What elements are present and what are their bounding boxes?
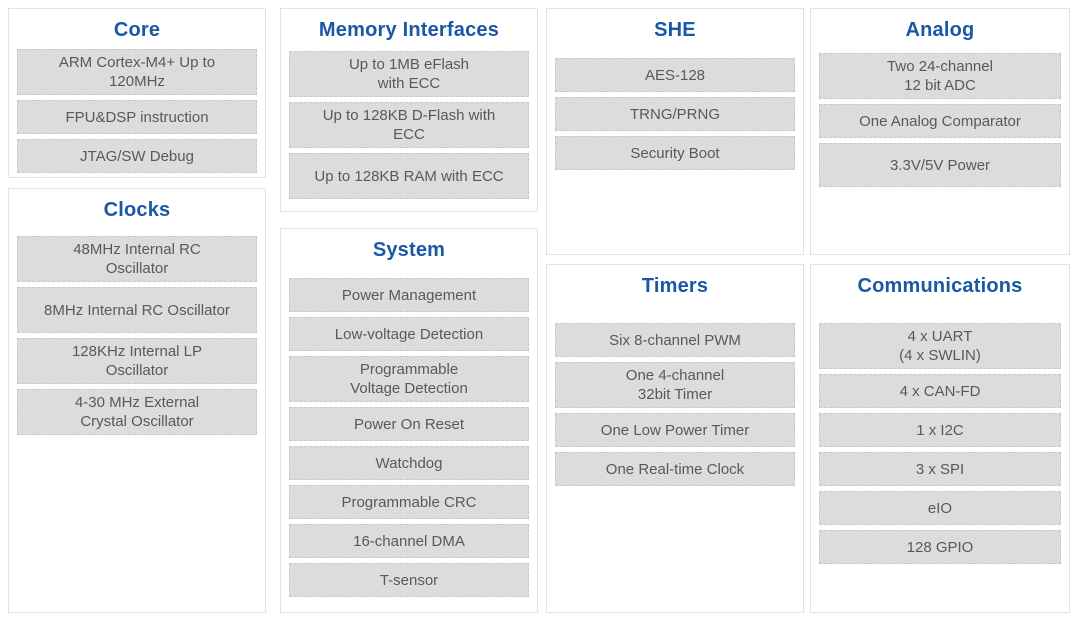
feature-low-power-timer: One Low Power Timer bbox=[555, 413, 795, 447]
feature-eio: eIO bbox=[819, 491, 1061, 525]
feature-24-channel-adc: Two 24-channel 12 bit ADC bbox=[819, 53, 1061, 99]
feature-spi: 3 x SPI bbox=[819, 452, 1061, 486]
feature-128khz-lp-oscillator: 128KHz Internal LP Oscillator bbox=[17, 338, 257, 384]
feature-security-boot: Security Boot bbox=[555, 136, 795, 170]
feature-six-8-channel-pwm: Six 8-channel PWM bbox=[555, 323, 795, 357]
feature-external-crystal-oscillator: 4-30 MHz External Crystal Oscillator bbox=[17, 389, 257, 435]
panel-clocks-title: Clocks bbox=[103, 199, 171, 221]
feature-8mhz-rc-oscillator: 8MHz Internal RC Oscillator bbox=[17, 287, 257, 333]
panel-she: SHE AES-128 TRNG/PRNG Security Boot bbox=[546, 8, 804, 255]
feature-arm-cortex-m4: ARM Cortex-M4+ Up to 120MHz bbox=[17, 49, 257, 95]
panel-she-title: SHE bbox=[654, 19, 696, 41]
panel-memory-title: Memory Interfaces bbox=[318, 19, 500, 41]
feature-128-gpio: 128 GPIO bbox=[819, 530, 1061, 564]
panel-clocks: Clocks 48MHz Internal RC Oscillator 8MHz… bbox=[8, 188, 266, 613]
feature-t-sensor: T-sensor bbox=[289, 563, 529, 597]
feature-ram-ecc: Up to 128KB RAM with ECC bbox=[289, 153, 529, 199]
feature-jtag-sw-debug: JTAG/SW Debug bbox=[17, 139, 257, 173]
feature-power-on-reset: Power On Reset bbox=[289, 407, 529, 441]
feature-can-fd: 4 x CAN-FD bbox=[819, 374, 1061, 408]
feature-real-time-clock: One Real-time Clock bbox=[555, 452, 795, 486]
feature-programmable-crc: Programmable CRC bbox=[289, 485, 529, 519]
feature-48mhz-rc-oscillator: 48MHz Internal RC Oscillator bbox=[17, 236, 257, 282]
feature-watchdog: Watchdog bbox=[289, 446, 529, 480]
feature-programmable-voltage-detection: Programmable Voltage Detection bbox=[289, 356, 529, 402]
panel-analog: Analog Two 24-channel 12 bit ADC One Ana… bbox=[810, 8, 1070, 255]
feature-4-channel-32bit-timer: One 4-channel 32bit Timer bbox=[555, 362, 795, 408]
feature-power-management: Power Management bbox=[289, 278, 529, 312]
feature-aes-128: AES-128 bbox=[555, 58, 795, 92]
panel-communications: Communications 4 x UART (4 x SWLIN) 4 x … bbox=[810, 264, 1070, 613]
feature-eflash-ecc: Up to 1MB eFlash with ECC bbox=[289, 51, 529, 97]
panel-system-title: System bbox=[372, 239, 446, 261]
panel-memory-interfaces: Memory Interfaces Up to 1MB eFlash with … bbox=[280, 8, 538, 212]
panel-analog-title: Analog bbox=[905, 19, 975, 41]
panel-communications-title: Communications bbox=[857, 275, 1023, 297]
panel-core-title: Core bbox=[113, 19, 161, 41]
feature-uart-swlin: 4 x UART (4 x SWLIN) bbox=[819, 323, 1061, 369]
feature-16-channel-dma: 16-channel DMA bbox=[289, 524, 529, 558]
feature-low-voltage-detection: Low-voltage Detection bbox=[289, 317, 529, 351]
feature-analog-comparator: One Analog Comparator bbox=[819, 104, 1061, 138]
panel-timers: Timers Six 8-channel PWM One 4-channel 3… bbox=[546, 264, 804, 613]
panel-timers-title: Timers bbox=[641, 275, 709, 297]
feature-fpu-dsp: FPU&DSP instruction bbox=[17, 100, 257, 134]
panel-core: Core ARM Cortex-M4+ Up to 120MHz FPU&DSP… bbox=[8, 8, 266, 178]
panel-system: System Power Management Low-voltage Dete… bbox=[280, 228, 538, 613]
feature-trng-prng: TRNG/PRNG bbox=[555, 97, 795, 131]
feature-power-3v3-5v: 3.3V/5V Power bbox=[819, 143, 1061, 187]
feature-dflash-ecc: Up to 128KB D-Flash with ECC bbox=[289, 102, 529, 148]
feature-i2c: 1 x I2C bbox=[819, 413, 1061, 447]
